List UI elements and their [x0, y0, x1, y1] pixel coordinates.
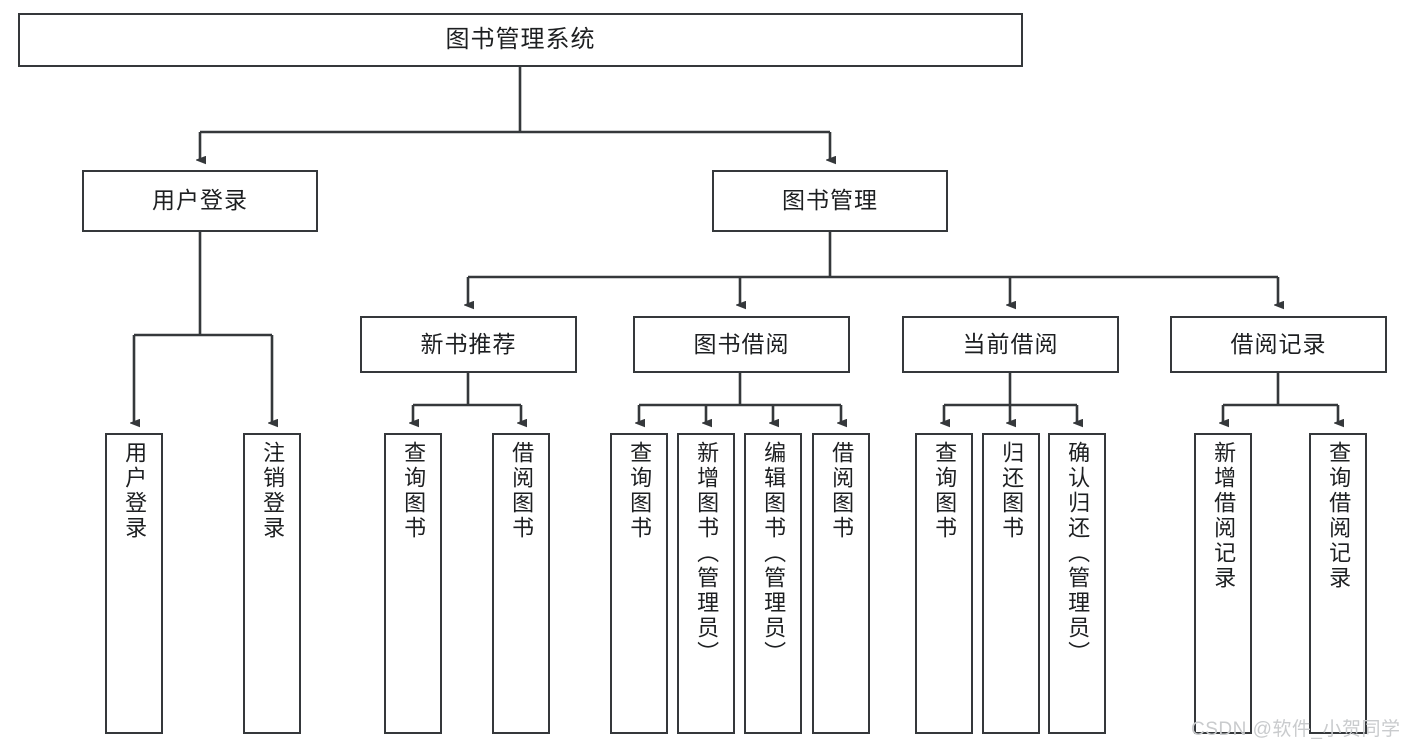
leaf-user-login-logout[interactable]: 注销登录: [243, 433, 301, 734]
leaf-label: 新增图书（管理员）: [694, 441, 720, 666]
leaf-new-book-borrow[interactable]: 借阅图书: [492, 433, 550, 734]
node-label: 用户登录: [152, 187, 248, 214]
leaf-label: 查询图书: [932, 441, 958, 541]
node-label: 新书推荐: [420, 330, 517, 357]
leaf-label: 查询借阅记录: [1326, 441, 1352, 591]
leaf-label: 查询图书: [627, 441, 653, 541]
leaf-label: 注销登录: [260, 441, 286, 541]
watermark-csdn: CSDN @软件_小贺同学: [1191, 719, 1401, 740]
leaf-user-login-login[interactable]: 用户登录: [105, 433, 163, 734]
leaf-new-book-query[interactable]: 查询图书: [384, 433, 442, 734]
node-new-book-recommend[interactable]: 新书推荐: [360, 316, 577, 373]
leaf-label: 新增借阅记录: [1211, 441, 1237, 591]
leaf-label: 查询图书: [401, 441, 427, 541]
node-borrow-record[interactable]: 借阅记录: [1170, 316, 1387, 373]
leaf-current-borrow-query[interactable]: 查询图书: [915, 433, 973, 734]
node-label: 图书管理: [782, 187, 878, 214]
leaf-borrow-record-query[interactable]: 查询借阅记录: [1309, 433, 1367, 734]
leaf-current-borrow-return[interactable]: 归还图书: [982, 433, 1040, 734]
leaf-label: 借阅图书: [509, 441, 535, 541]
node-label: 图书管理系统: [445, 25, 596, 53]
leaf-label: 编辑图书（管理员）: [761, 441, 787, 666]
node-book-management[interactable]: 图书管理: [712, 170, 948, 232]
node-book-borrow[interactable]: 图书借阅: [633, 316, 850, 373]
node-label: 借阅记录: [1230, 330, 1327, 357]
node-user-login[interactable]: 用户登录: [82, 170, 318, 232]
leaf-book-borrow-query[interactable]: 查询图书: [610, 433, 668, 734]
leaf-borrow-record-add[interactable]: 新增借阅记录: [1194, 433, 1252, 734]
node-root-book-management-system[interactable]: 图书管理系统: [18, 13, 1023, 67]
node-label: 图书借阅: [693, 330, 790, 357]
leaf-label: 借阅图书: [829, 441, 855, 541]
node-label: 当前借阅: [962, 330, 1059, 357]
node-current-borrow[interactable]: 当前借阅: [902, 316, 1119, 373]
leaf-label: 用户登录: [122, 441, 148, 541]
leaf-label: 归还图书: [999, 441, 1025, 541]
leaf-current-borrow-confirm-return[interactable]: 确认归还（管理员）: [1048, 433, 1106, 734]
leaf-book-borrow-edit[interactable]: 编辑图书（管理员）: [744, 433, 802, 734]
leaf-book-borrow-add[interactable]: 新增图书（管理员）: [677, 433, 735, 734]
leaf-book-borrow-borrow[interactable]: 借阅图书: [812, 433, 870, 734]
leaf-label: 确认归还（管理员）: [1065, 441, 1091, 666]
